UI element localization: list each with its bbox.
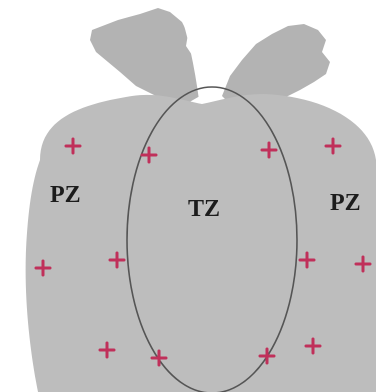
transition-zone-label: TZ (188, 196, 220, 222)
duct-center (207, 12, 209, 112)
prostate-gland (26, 94, 376, 392)
peripheral-zone-label-left: PZ (50, 182, 81, 208)
peripheral-zone-label-right: PZ (330, 190, 361, 216)
